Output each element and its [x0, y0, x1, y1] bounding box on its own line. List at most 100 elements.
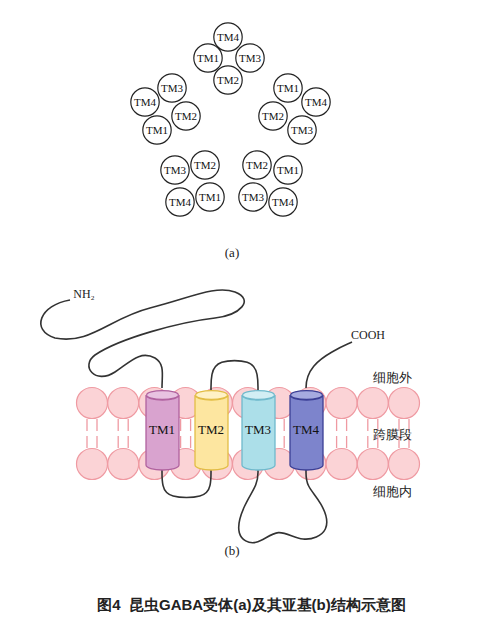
circle-shape — [131, 88, 159, 116]
circle-shape — [288, 116, 316, 144]
segment-label: TM2 — [194, 159, 216, 171]
cylinder-cap — [195, 391, 227, 400]
transmembrane-helix: TM2 — [195, 390, 228, 470]
lipid-head — [77, 388, 108, 419]
transmembrane-helix: TM4 — [290, 390, 323, 470]
segment-label: TM4 — [217, 31, 239, 43]
subunit-segment-circle: TM4 — [268, 187, 298, 217]
circle-shape — [214, 23, 242, 51]
subunit-segment-circle: TM3 — [160, 155, 190, 185]
lipid-head — [326, 449, 357, 480]
lipid-head — [108, 449, 139, 480]
segment-label: TM2 — [262, 110, 284, 122]
segment-label: TM1 — [197, 52, 219, 64]
figure-caption: 图4 昆虫GABA受体(a)及其亚基(b)结构示意图 — [0, 596, 503, 615]
subunit-segment-circle: TM1 — [273, 73, 303, 103]
subunit-segment-circle: TM4 — [165, 187, 195, 217]
segment-label: TM1 — [277, 164, 299, 176]
circle-shape — [196, 183, 224, 211]
subunit-segment-circle: TM3 — [287, 115, 317, 145]
c-terminal-chain — [306, 342, 352, 388]
lipid-tail — [367, 436, 368, 448]
segment-label: TM1 — [199, 191, 221, 203]
segment-label: TM2 — [198, 422, 224, 438]
cylinder-cap — [290, 391, 322, 400]
lipid-tail — [96, 419, 97, 431]
n-terminal-chain — [41, 290, 244, 388]
subunit-segment-circle: TM3 — [235, 43, 265, 73]
lipid-head — [108, 388, 139, 419]
lipid-tail — [190, 436, 191, 448]
cylinder-cap — [242, 391, 274, 400]
segment-label: TM4 — [272, 196, 294, 208]
subunit-segment-circle: TM1 — [195, 182, 225, 212]
transmembrane-helix: TM1 — [146, 390, 179, 470]
subunit-segment-circle: TM4 — [130, 87, 160, 117]
figure-label: NH₂ — [73, 287, 95, 302]
figure-label: 细胞外 — [373, 369, 412, 387]
lipid-head — [326, 388, 357, 419]
figure-label: 跨膜段 — [373, 426, 412, 444]
segment-label: TM3 — [245, 422, 271, 438]
segment-label: TM1 — [277, 82, 299, 94]
circle-shape — [214, 66, 242, 94]
segment-label: TM1 — [149, 422, 175, 438]
subunit-segment-circle: TM1 — [142, 115, 172, 145]
circle-shape — [239, 183, 267, 211]
subunit-segment-circle: TM2 — [242, 150, 272, 180]
segment-label: TM2 — [175, 110, 197, 122]
segment-label: TM2 — [246, 159, 268, 171]
lipid-tail — [180, 419, 181, 431]
subunit-segment-circle: TM3 — [157, 73, 187, 103]
lipid-tail — [128, 419, 129, 431]
lipid-tail — [346, 436, 347, 448]
cylinder-body — [290, 395, 323, 470]
lipid-head — [389, 449, 420, 480]
circle-shape — [302, 88, 330, 116]
figure-label: (b) — [224, 543, 239, 559]
circle-shape — [194, 44, 222, 72]
subunit-segment-circle: TM2 — [190, 150, 220, 180]
lipid-bilayer — [77, 388, 420, 480]
lipid-tail — [118, 436, 119, 448]
lipid-head — [357, 388, 388, 419]
subunit-segment-circle: TM1 — [193, 43, 223, 73]
segment-label: TM4 — [134, 96, 156, 108]
peptide-loop — [162, 470, 211, 498]
segment-label: TM4 — [169, 196, 191, 208]
lipid-tail — [284, 436, 285, 448]
segment-label: TM4 — [305, 96, 327, 108]
segment-label: TM2 — [217, 74, 239, 86]
segment-label: TM3 — [242, 191, 264, 203]
lipid-tail — [86, 436, 87, 448]
circle-shape — [172, 102, 200, 130]
transmembrane-helix: TM3 — [242, 390, 275, 470]
cylinder-cap — [146, 391, 178, 400]
peptide-loop — [239, 470, 327, 543]
figure-label: (a) — [225, 245, 239, 261]
circle-shape — [259, 102, 287, 130]
figure-label: 细胞内 — [373, 483, 412, 501]
subunit-segment-circle: TM4 — [301, 87, 331, 117]
circle-shape — [166, 188, 194, 216]
subunit-segment-circle: TM2 — [213, 65, 243, 95]
lipid-tail — [346, 419, 347, 431]
subunit-segment-circle: TM1 — [273, 155, 303, 185]
lipid-head — [77, 449, 108, 480]
figure-label: COOH — [351, 328, 385, 343]
circle-shape — [269, 188, 297, 216]
cylinder-body — [242, 395, 275, 470]
cylinder-body — [195, 395, 228, 470]
lipid-tail — [190, 419, 191, 431]
lipid-tail — [96, 436, 97, 448]
segment-label: TM3 — [161, 82, 183, 94]
segment-label: TM4 — [293, 422, 319, 438]
subunit-segment-circle: TM3 — [238, 182, 268, 212]
lipid-head — [357, 449, 388, 480]
subunit-segment-circle: TM2 — [258, 101, 288, 131]
circle-shape — [158, 74, 186, 102]
circle-shape — [274, 74, 302, 102]
lipid-tail — [86, 419, 87, 431]
